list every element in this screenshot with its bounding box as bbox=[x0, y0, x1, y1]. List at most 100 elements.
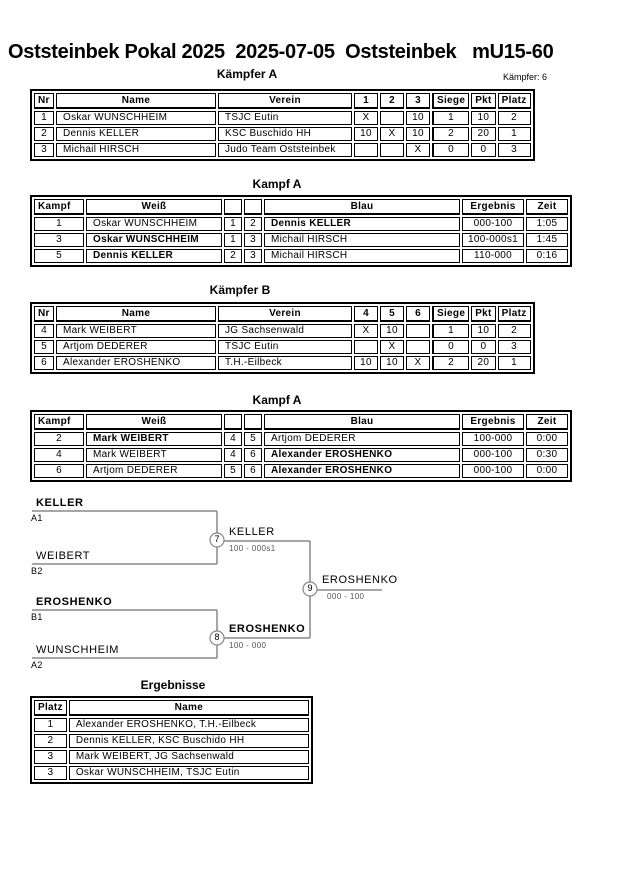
cell-pkt: 0 bbox=[471, 143, 496, 157]
col-platz: Platz bbox=[497, 93, 531, 109]
cell-wnr: 2 bbox=[224, 249, 242, 263]
cell-name: Dennis KELLER bbox=[56, 127, 216, 141]
cell-blau: Alexander EROSHENKO bbox=[264, 464, 460, 478]
fighter-count: Kämpfer: 6 bbox=[503, 72, 548, 82]
col-1: 1 bbox=[354, 93, 378, 109]
col-ergebnis: Ergebnis bbox=[462, 414, 524, 430]
table-row: 3 Oskar WUNSCHHEIM 1 3 Michail HIRSCH 10… bbox=[34, 233, 568, 247]
cell-zeit: 0:30 bbox=[526, 448, 568, 462]
cell-nr: 5 bbox=[34, 340, 54, 354]
col-pkt: Pkt bbox=[471, 93, 496, 109]
col-ergebnis: Ergebnis bbox=[462, 199, 524, 215]
col-name: Name bbox=[56, 306, 216, 322]
cell-kampf: 1 bbox=[34, 217, 84, 231]
cell-bnr: 3 bbox=[244, 233, 262, 247]
page-title: Oststeinbek Pokal 2025 2025-07-05 Ostste… bbox=[8, 41, 554, 63]
cell-platz: 1 bbox=[497, 127, 531, 141]
bracket-score: 100 - 000s1 bbox=[229, 544, 276, 553]
bracket-winner-name: KELLER bbox=[229, 526, 275, 538]
col-blau: Blau bbox=[264, 414, 460, 430]
bracket-match-number: 8 bbox=[214, 632, 220, 642]
cell-verein: KSC Buschido HH bbox=[218, 127, 352, 141]
cell-zeit: 0:00 bbox=[526, 432, 568, 446]
cell-g3: X bbox=[406, 143, 430, 157]
cell-siege: 2 bbox=[432, 356, 470, 370]
cell-weiss: Oskar WUNSCHHEIM bbox=[86, 217, 222, 231]
col-3: 3 bbox=[406, 93, 430, 109]
col-siege: Siege bbox=[432, 93, 470, 109]
pool-a-table: Nr Name Verein 1 2 3 Siege Pkt Platz 1 O… bbox=[30, 89, 535, 161]
cell-g2 bbox=[380, 111, 404, 125]
bracket-winner-name: EROSHENKO bbox=[229, 623, 306, 635]
table-row: 2 Dennis KELLER KSC Buschido HH 10 X 10 … bbox=[34, 127, 531, 141]
cell-g3 bbox=[406, 324, 430, 338]
table-row: 2 Dennis KELLER, KSC Buschido HH bbox=[34, 734, 309, 748]
cell-g1: 10 bbox=[354, 127, 378, 141]
cell-kampf: 6 bbox=[34, 464, 84, 478]
bracket-score: 100 - 000 bbox=[229, 641, 267, 650]
col-zeit: Zeit bbox=[526, 199, 568, 215]
kampf-a1-title: Kampf A bbox=[252, 177, 302, 191]
cell-bnr: 2 bbox=[244, 217, 262, 231]
cell-verein: TSJC Eutin bbox=[218, 340, 352, 354]
table-row: 6 Alexander EROSHENKO T.H.-Eilbeck 10 10… bbox=[34, 356, 531, 370]
kampf-a2-title: Kampf A bbox=[252, 393, 302, 407]
cell-platz: 3 bbox=[497, 143, 531, 157]
cell-pkt: 10 bbox=[471, 111, 496, 125]
bracket-entry-name: EROSHENKO bbox=[36, 596, 113, 608]
cell-name: Alexander EROSHENKO, T.H.-Eilbeck bbox=[68, 718, 309, 732]
cell-blau: Dennis KELLER bbox=[264, 217, 460, 231]
cell-verein: JG Sachsenwald bbox=[218, 324, 352, 338]
pool-b-table: Nr Name Verein 4 5 6 Siege Pkt Platz 4 M… bbox=[30, 302, 535, 374]
col-2: 2 bbox=[380, 93, 404, 109]
table-row: 3 Michail HIRSCH Judo Team Oststeinbek X… bbox=[34, 143, 531, 157]
cell-nr: 6 bbox=[34, 356, 54, 370]
bracket-winner-name: EROSHENKO bbox=[322, 574, 398, 586]
cell-platz: 3 bbox=[497, 340, 531, 354]
cell-g2: X bbox=[380, 340, 404, 354]
cell-kampf: 5 bbox=[34, 249, 84, 263]
cell-bnr: 6 bbox=[244, 448, 262, 462]
bracket-seed: A1 bbox=[31, 513, 43, 523]
cell-name: Oskar WUNSCHHEIM, TSJC Eutin bbox=[68, 766, 309, 780]
cell-ergebnis: 100-000 bbox=[462, 432, 524, 446]
cell-weiss: Mark WEIBERT bbox=[86, 448, 222, 462]
cell-siege: 0 bbox=[432, 340, 470, 354]
table-row: 6 Artjom DEDERER 5 6 Alexander EROSHENKO… bbox=[34, 464, 568, 478]
results-title: Ergebnisse bbox=[140, 678, 206, 692]
cell-name: Dennis KELLER, KSC Buschido HH bbox=[68, 734, 309, 748]
table-header-row: Nr Name Verein 4 5 6 Siege Pkt Platz bbox=[34, 306, 531, 322]
cell-name: Artjom DEDERER bbox=[56, 340, 216, 354]
col-kampf: Kampf bbox=[34, 414, 84, 430]
cell-nr: 2 bbox=[34, 127, 54, 141]
bracket-match-number: 9 bbox=[307, 583, 313, 593]
cell-wnr: 1 bbox=[224, 217, 242, 231]
col-weiss: Weiß bbox=[86, 199, 222, 215]
table-row: 5 Dennis KELLER 2 3 Michail HIRSCH 110-0… bbox=[34, 249, 568, 263]
cell-pkt: 10 bbox=[471, 324, 496, 338]
cell-ergebnis: 000-100 bbox=[462, 448, 524, 462]
cell-weiss: Artjom DEDERER bbox=[86, 464, 222, 478]
bracket-entry-name: KELLER bbox=[36, 497, 84, 509]
cell-g3: X bbox=[406, 356, 430, 370]
cell-verein: T.H.-Eilbeck bbox=[218, 356, 352, 370]
cell-zeit: 0:16 bbox=[526, 249, 568, 263]
cell-ergebnis: 100-000s1 bbox=[462, 233, 524, 247]
kampf-a2-table: Kampf Weiß Blau Ergebnis Zeit 2 Mark WEI… bbox=[30, 410, 572, 482]
col-zeit: Zeit bbox=[526, 414, 568, 430]
col-platz: Platz bbox=[34, 700, 67, 716]
cell-platz: 1 bbox=[34, 718, 67, 732]
col-6: 6 bbox=[406, 306, 430, 322]
cell-bnr: 5 bbox=[244, 432, 262, 446]
cell-blau: Artjom DEDERER bbox=[264, 432, 460, 446]
pool-b-title: Kämpfer B bbox=[209, 283, 271, 297]
col-wnr bbox=[224, 199, 242, 215]
col-4: 4 bbox=[354, 306, 378, 322]
cell-zeit: 1:05 bbox=[526, 217, 568, 231]
cell-wnr: 1 bbox=[224, 233, 242, 247]
cell-zeit: 1:45 bbox=[526, 233, 568, 247]
cell-name: Oskar WUNSCHHEIM bbox=[56, 111, 216, 125]
kampf-a1-table: Kampf Weiß Blau Ergebnis Zeit 1 Oskar WU… bbox=[30, 195, 572, 267]
table-row: 2 Mark WEIBERT 4 5 Artjom DEDERER 100-00… bbox=[34, 432, 568, 446]
table-header-row: Nr Name Verein 1 2 3 Siege Pkt Platz bbox=[34, 93, 531, 109]
